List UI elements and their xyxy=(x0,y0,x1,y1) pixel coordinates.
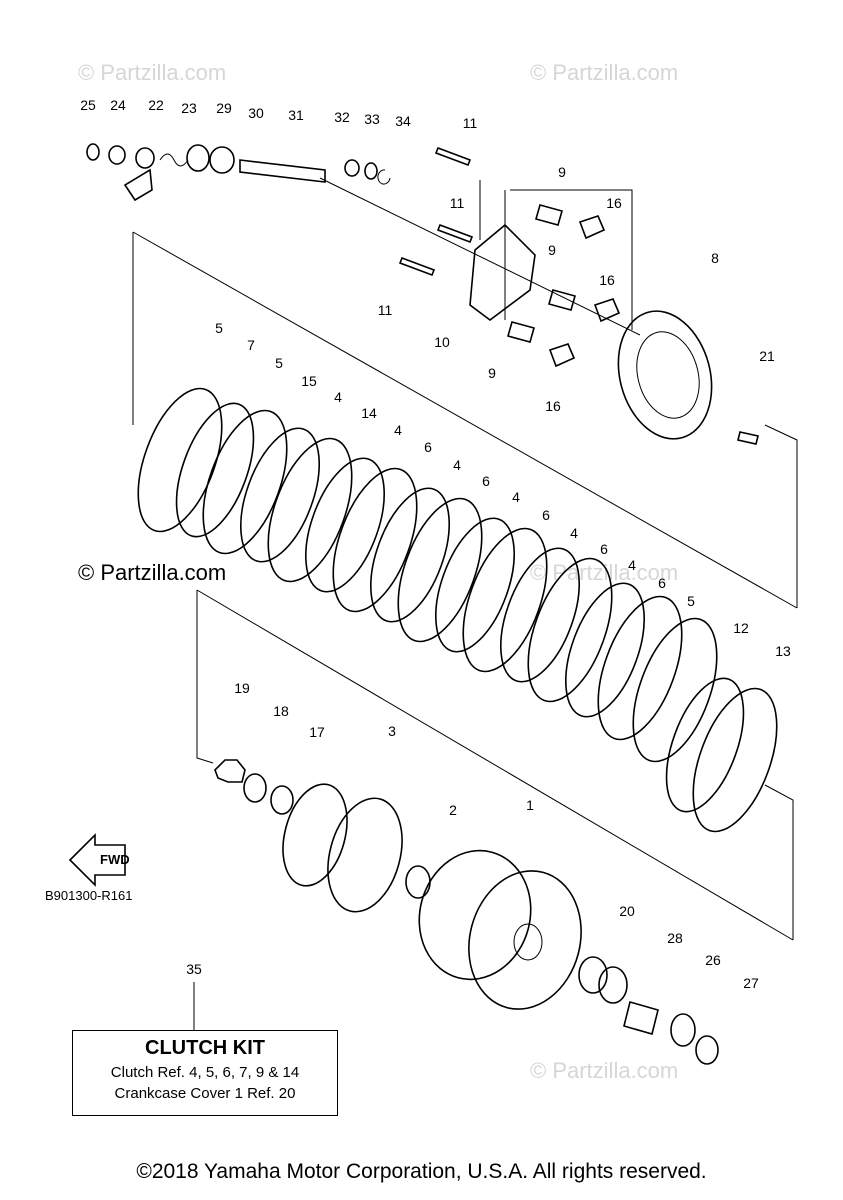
watermark: © Partzilla.com xyxy=(78,560,226,585)
watermark: © Partzilla.com xyxy=(530,560,678,585)
callout-16: 16 xyxy=(599,272,615,288)
nut-and-washers xyxy=(214,759,294,815)
callout-6: 6 xyxy=(424,439,432,455)
callout-32: 32 xyxy=(334,109,350,125)
pressure-plate-bracket xyxy=(469,223,536,321)
reference-code: B901300-R161 xyxy=(45,888,132,903)
callout-19: 19 xyxy=(234,680,250,696)
o-ring xyxy=(665,677,745,813)
callout-1: 1 xyxy=(526,797,534,813)
callout-11: 11 xyxy=(378,302,393,318)
callout-25: 25 xyxy=(80,97,96,113)
callout-35: 35 xyxy=(186,961,202,977)
shaft-assembly xyxy=(86,143,391,202)
thrust-washer xyxy=(405,865,431,899)
callout-24: 24 xyxy=(110,97,126,113)
callout-16: 16 xyxy=(545,398,561,414)
callout-18: 18 xyxy=(273,703,289,719)
callout-17: 17 xyxy=(309,724,325,740)
callout-6: 6 xyxy=(542,507,550,523)
callout-6: 6 xyxy=(600,541,608,557)
callout-5: 5 xyxy=(215,320,223,336)
springs-and-holders xyxy=(507,204,621,368)
clutch-housing xyxy=(418,849,582,1010)
callout-9: 9 xyxy=(558,164,566,180)
callout-20: 20 xyxy=(619,903,635,919)
callout-29: 29 xyxy=(216,100,232,116)
callout-11: 11 xyxy=(450,195,465,211)
callout-31: 31 xyxy=(288,107,304,123)
callout-4: 4 xyxy=(334,389,342,405)
watermark: © Partzilla.com xyxy=(78,60,226,85)
clutch-kit-box: CLUTCH KIT Clutch Ref. 4, 5, 6, 7, 9 & 1… xyxy=(72,1030,338,1116)
callout-4: 4 xyxy=(394,422,402,438)
callout-26: 26 xyxy=(705,952,721,968)
callout-27: 27 xyxy=(743,975,759,991)
forward-arrow-icon: FWD xyxy=(68,833,130,887)
clutch-plate-stack xyxy=(137,387,718,763)
callout-6: 6 xyxy=(658,575,666,591)
kit-title: CLUTCH KIT xyxy=(145,1037,265,1059)
bolt-group xyxy=(398,146,474,277)
callout-4: 4 xyxy=(453,457,461,473)
callout-5: 5 xyxy=(275,355,283,371)
callout-15: 15 xyxy=(301,373,317,389)
callout-9: 9 xyxy=(488,365,496,381)
callout-3: 3 xyxy=(388,723,396,739)
o-ring xyxy=(692,687,778,833)
callout-13: 13 xyxy=(775,643,791,659)
callout-4: 4 xyxy=(512,489,520,505)
callout-16: 16 xyxy=(606,195,622,211)
callout-numbers: 25 24 22 23 29 30 31 32 33 34 11 11 11 9… xyxy=(80,97,791,991)
callout-11: 11 xyxy=(463,115,478,131)
callout-30: 30 xyxy=(248,105,264,121)
assembly-guide-lines xyxy=(132,177,798,941)
pressure-plate xyxy=(617,310,713,440)
kit-line: Clutch Ref. 4, 5, 6, 7, 9 & 14 xyxy=(110,1064,300,1081)
callout-14: 14 xyxy=(361,405,377,421)
kit-line: Crankcase Cover 1 Ref. 20 xyxy=(114,1085,296,1102)
bearing-and-collar xyxy=(578,956,719,1065)
callout-4: 4 xyxy=(628,557,636,573)
callout-9: 9 xyxy=(548,242,556,258)
callout-5: 5 xyxy=(687,593,695,609)
callout-28: 28 xyxy=(667,930,683,946)
callout-4: 4 xyxy=(570,525,578,541)
fwd-label: FWD xyxy=(100,852,130,867)
callout-8: 8 xyxy=(711,250,719,266)
callout-34: 34 xyxy=(395,113,411,129)
clutch-boss xyxy=(282,783,403,913)
callout-22: 22 xyxy=(148,97,164,113)
callout-6: 6 xyxy=(482,473,490,489)
push-rod xyxy=(737,431,759,445)
watermark: © Partzilla.com xyxy=(530,60,678,85)
callout-21: 21 xyxy=(759,348,775,364)
callout-23: 23 xyxy=(181,100,197,116)
callout-10: 10 xyxy=(434,334,450,350)
callout-7: 7 xyxy=(247,337,255,353)
callout-12: 12 xyxy=(733,620,749,636)
callout-33: 33 xyxy=(364,111,380,127)
copyright-notice: ©2018 Yamaha Motor Corporation, U.S.A. A… xyxy=(136,1160,707,1183)
callout-2: 2 xyxy=(449,802,457,818)
watermark: © Partzilla.com xyxy=(530,1058,678,1083)
